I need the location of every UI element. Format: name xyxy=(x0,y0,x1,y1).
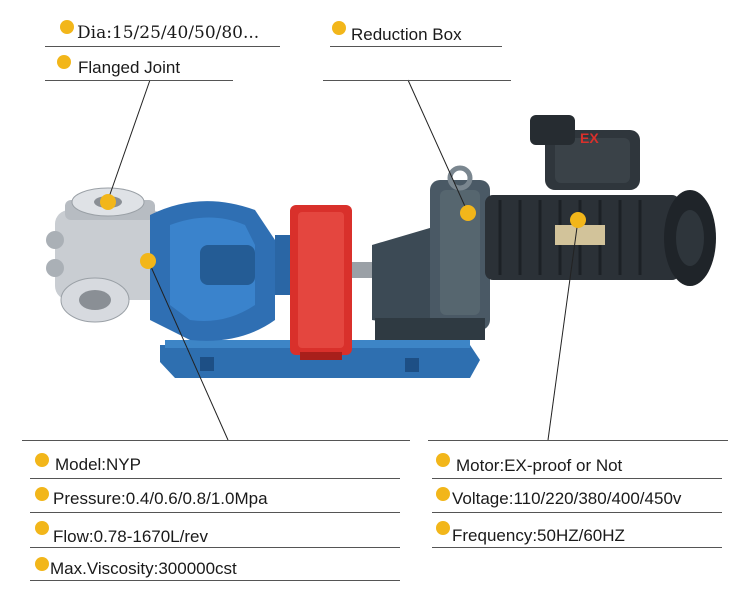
max-viscosity-bullet xyxy=(35,557,49,571)
motor-label: Motor:EX-proof or Not xyxy=(456,456,623,475)
drive-shaft xyxy=(352,262,377,278)
flanged-joint-underline xyxy=(45,80,233,81)
frequency-underline xyxy=(432,547,722,548)
reduction-box-underline xyxy=(323,80,511,81)
frequency-label: Frequency:50HZ/60HZ xyxy=(452,526,625,545)
reduction-box-bullet xyxy=(332,21,346,35)
flanged-joint-marker xyxy=(100,194,116,210)
flow-label: Flow:0.78-1670L/rev xyxy=(53,527,208,546)
reduction-gearbox xyxy=(372,165,490,340)
pump-base-frame xyxy=(160,340,480,378)
dia-bullet xyxy=(60,20,74,34)
flanged-joint-label: Flanged Joint xyxy=(78,58,181,77)
blue-pump-body xyxy=(150,201,295,341)
flow-underline xyxy=(30,547,400,548)
explosion-proof-motor xyxy=(485,115,716,286)
motor-underline xyxy=(432,478,722,479)
reduction-box-top-underline xyxy=(330,46,502,47)
dia-underline xyxy=(45,46,280,47)
left-spec-rule xyxy=(22,440,410,441)
motor-marker xyxy=(570,212,586,228)
pressure-label: Pressure:0.4/0.6/0.8/1.0Mpa xyxy=(53,489,268,508)
reduction-box-marker xyxy=(460,205,476,221)
voltage-underline xyxy=(432,512,722,513)
model-underline xyxy=(30,478,400,479)
voltage-bullet xyxy=(436,487,450,501)
model-bullet xyxy=(35,453,49,467)
pressure-bullet xyxy=(35,487,49,501)
ex-mark: EX xyxy=(580,130,599,146)
max-viscosity-label: Max.Viscosity:300000cst xyxy=(50,559,237,578)
callout-leader-lines xyxy=(107,79,579,441)
right-spec-rule xyxy=(428,440,728,441)
max-viscosity-underline xyxy=(30,580,400,581)
red-coupling-guard xyxy=(290,205,352,360)
flanged-joint-bullet xyxy=(57,55,71,69)
pressure-underline xyxy=(30,512,400,513)
motor-bullet xyxy=(436,453,450,467)
voltage-label: Voltage:110/220/380/400/450v xyxy=(452,489,682,508)
dia-label: Dia:15/25/40/50/80... xyxy=(77,23,260,43)
model-label: Model:NYP xyxy=(55,455,141,474)
pump-body-marker xyxy=(140,253,156,269)
flow-bullet xyxy=(35,521,49,535)
reduction-box-label: Reduction Box xyxy=(351,25,462,44)
frequency-bullet xyxy=(436,521,450,535)
